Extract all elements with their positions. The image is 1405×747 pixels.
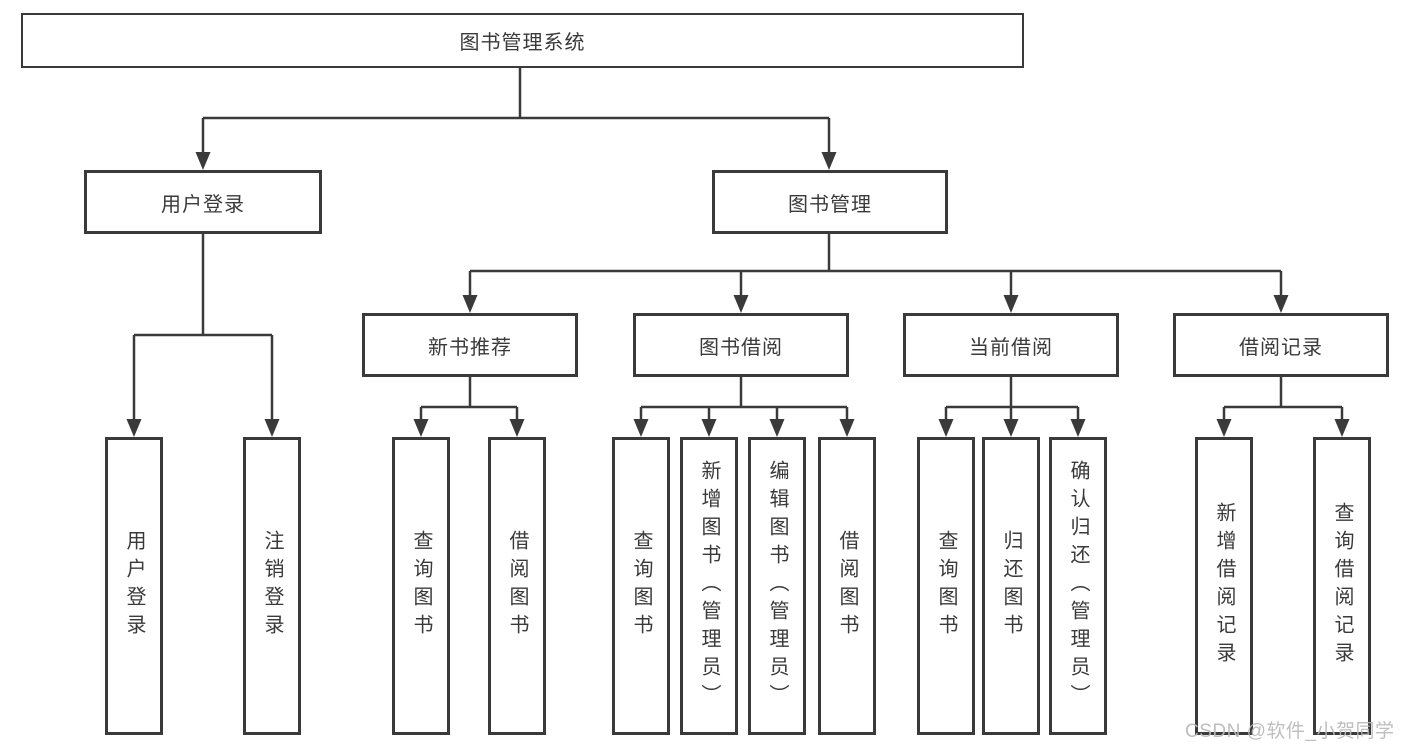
leaf-query-books-borrow: 查询图书 [612, 437, 670, 735]
leaf-add-borrow-record: 新增借阅记录 [1195, 437, 1253, 735]
node-current-borrowing: 当前借阅 [903, 313, 1119, 377]
node-borrowing-records: 借阅记录 [1173, 313, 1389, 377]
node-book-management: 图书管理 [712, 170, 948, 234]
node-new-book-recommendation: 新书推荐 [362, 313, 578, 377]
leaf-edit-books-admin: 编辑图书（管理员） [748, 437, 806, 735]
leaf-borrow-books: 借阅图书 [818, 437, 876, 735]
leaf-confirm-return-admin: 确认归还（管理员） [1049, 437, 1107, 735]
leaf-return-books: 归还图书 [982, 437, 1040, 735]
node-user-login: 用户登录 [84, 170, 322, 234]
leaf-query-books-current: 查询图书 [917, 437, 975, 735]
leaf-user-login: 用户登录 [105, 437, 163, 735]
node-book-borrowing: 图书借阅 [633, 313, 849, 377]
leaf-logout: 注销登录 [243, 437, 301, 735]
leaf-query-books-recommend: 查询图书 [392, 437, 450, 735]
leaf-add-books-admin: 新增图书（管理员） [680, 437, 738, 735]
node-root-system: 图书管理系统 [21, 13, 1024, 68]
leaf-borrow-books-recommend: 借阅图书 [488, 437, 546, 735]
watermark: CSDN @软件_小贺同学 [1185, 721, 1395, 742]
leaf-query-borrow-record: 查询借阅记录 [1313, 437, 1371, 735]
